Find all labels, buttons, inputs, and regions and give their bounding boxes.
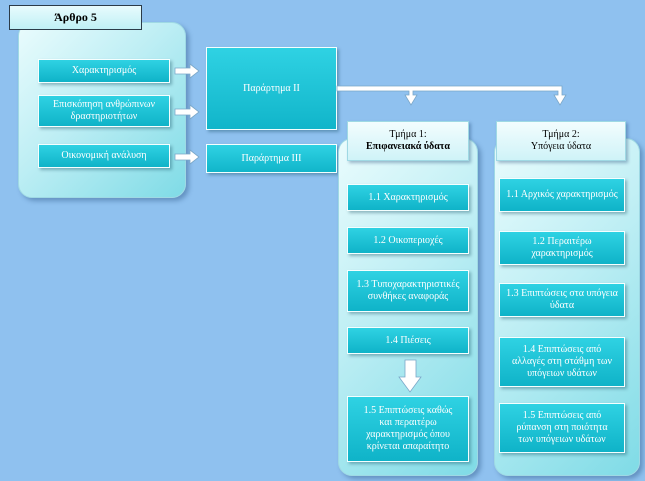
section-2-title: Τμήμα 2: [542,129,580,140]
left-item-human-activities[interactable]: Επισκόπηση ανθρώπινων δραστηριοτήτων [38,95,170,127]
arrow-icon [174,63,200,79]
left-item-economic-analysis[interactable]: Οικονομική ανάλυση [38,144,170,168]
article-title: Άρθρο 5 [9,5,142,30]
section-2-item-2[interactable]: 1.2 Περαιτέρω χαρακτηρισμός [499,231,625,265]
left-item-characterization[interactable]: Χαρακτηρισμός [38,59,170,83]
section-1-header: Τμήμα 1: Επιφανειακά ύδατα [347,121,469,161]
connector-line [336,85,567,106]
section-2-item-5[interactable]: 1.5 Επιπτώσεις από ρύπανση στη ποιότητα … [499,403,625,453]
annex-2-box[interactable]: Παράρτημα ΙΙ [206,47,337,130]
arrow-icon [174,104,200,120]
arrow-icon [174,149,200,165]
section-1-item-4[interactable]: 1.4 Πιέσεις [347,327,469,354]
annex-3-box[interactable]: Παράρτημα ΙΙΙ [206,144,337,173]
down-arrow-icon [398,359,422,393]
section-2-item-1[interactable]: 1.1 Αρχικός χαρακτηρισμός [499,178,625,212]
section-2-subtitle: Υπόγεια ύδατα [530,141,592,152]
section-1-item-5[interactable]: 1.5 Επιπτώσεις καθώς και περαιτέρω χαρακ… [347,396,469,462]
section-1-title: Τμήμα 1: [389,129,427,140]
section-2-header: Τμήμα 2: Υπόγεια ύδατα [496,121,626,161]
section-2-item-4[interactable]: 1.4 Επιπτώσεις από αλλαγές στη στάθμη τω… [499,337,625,387]
section-1-item-2[interactable]: 1.2 Οικοπεριοχές [347,227,469,254]
section-1-subtitle: Επιφανειακά ύδατα [366,141,450,152]
section-1-item-1[interactable]: 1.1 Χαρακτηρισμός [347,184,469,211]
section-1-item-3[interactable]: 1.3 Τυποχαρακτηριστικές συνθήκες αναφορά… [347,270,469,312]
section-2-item-3[interactable]: 1.3 Επιπτώσεις στα υπόγεια ύδατα [499,283,625,317]
